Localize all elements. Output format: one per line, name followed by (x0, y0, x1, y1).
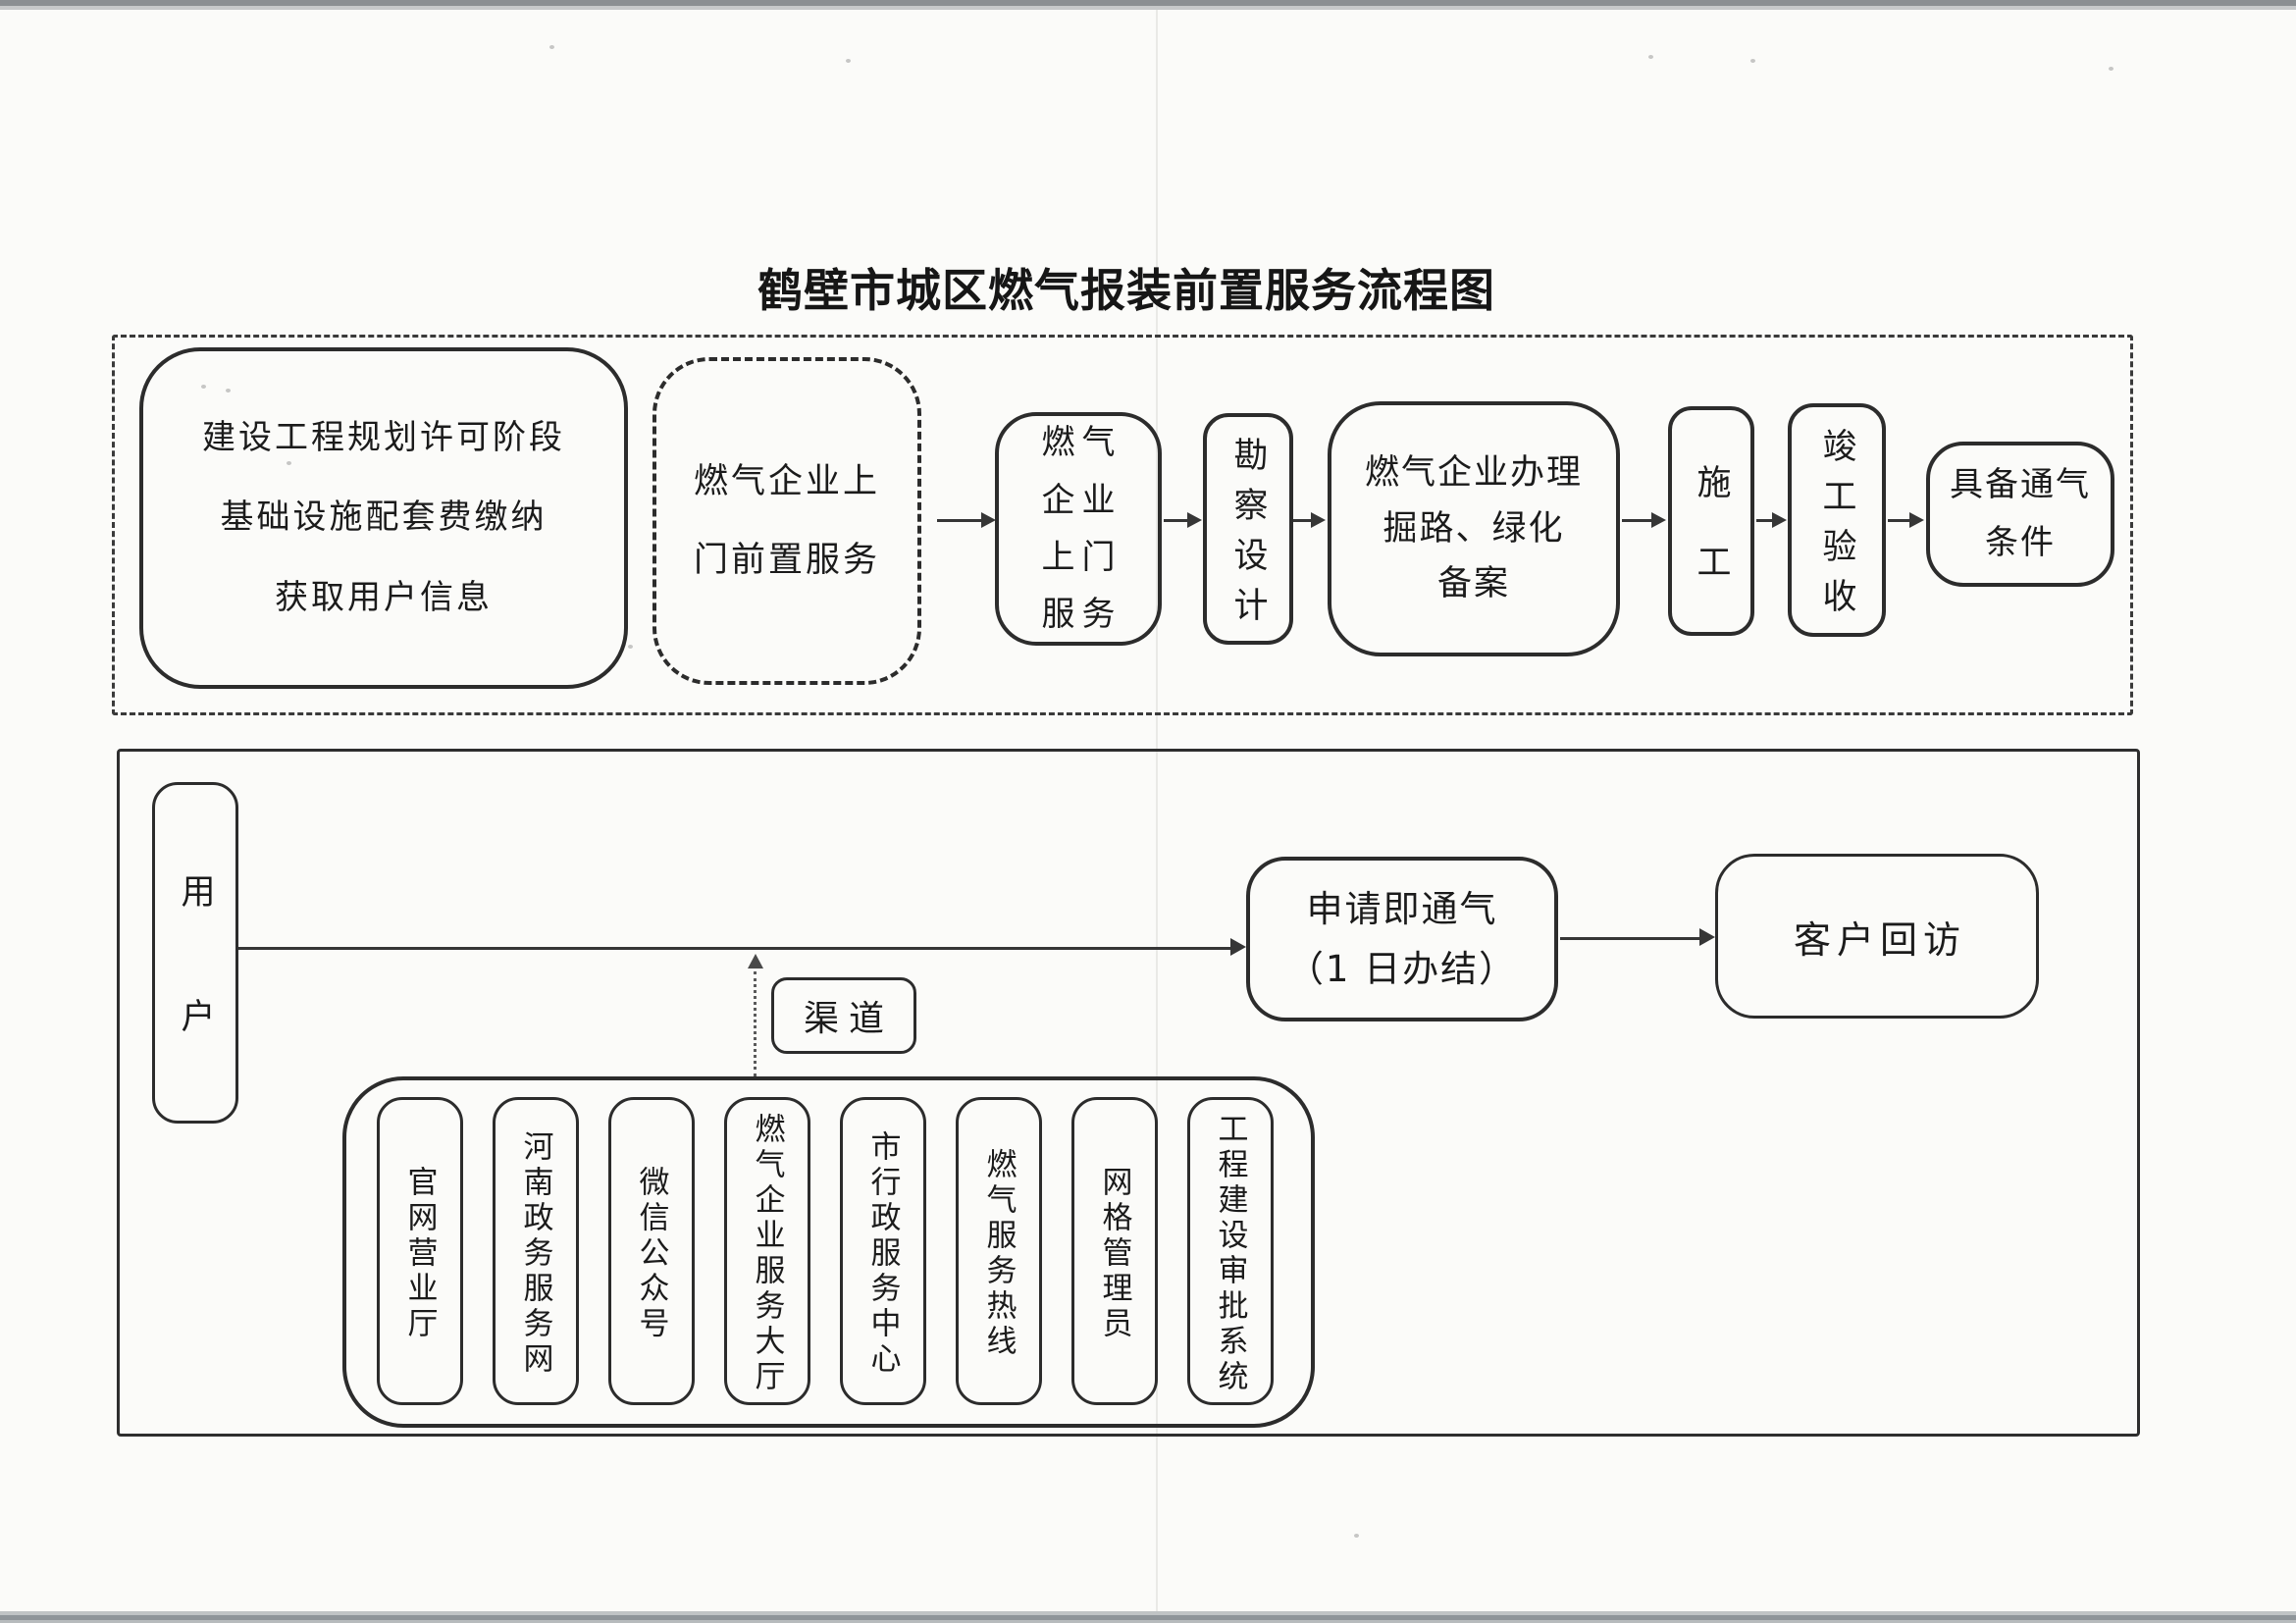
user-to-apply-line (238, 947, 1234, 950)
planning-stage-box: 建设工程规划许可阶段 基础设施配套费缴纳 获取用户信息 (139, 347, 628, 689)
apply-to-visit-line (1560, 937, 1703, 940)
arrow-2-head-icon (1187, 512, 1202, 528)
user-label: 用户 (175, 873, 215, 1123)
channel-label-text: 燃气服务热线 (980, 1147, 1017, 1360)
completion-acceptance-box: 竣工验收 (1788, 403, 1886, 637)
user-box: 用户 (152, 782, 238, 1124)
channel-box-grid-manager: 网格管理员 (1071, 1097, 1158, 1405)
apply-box: 申请即通气 （1 日办结） (1246, 857, 1558, 1021)
scan-speck (226, 389, 231, 393)
arrow-4-line (1622, 519, 1653, 522)
door-service-box: 燃气 企业 上门 服务 (995, 412, 1162, 646)
arrow-6-line (1888, 519, 1911, 522)
main-frame (117, 749, 2140, 1437)
channel-box-henan-gov: 河南政务服务网 (493, 1097, 579, 1405)
channel-box-official-hall: 官网营业厅 (377, 1097, 463, 1405)
road-greening-filing-box: 燃气企业办理 掘路、绿化 备案 (1328, 401, 1620, 656)
survey-design-label: 勘察设计 (1227, 437, 1268, 637)
channel-label-text: 燃气企业服务大厅 (749, 1112, 785, 1395)
channel-label-text: 市行政服务中心 (864, 1129, 901, 1378)
arrow-1-line (937, 519, 984, 522)
arrow-3-head-icon (1311, 512, 1326, 528)
survey-design-box: 勘察设计 (1203, 413, 1293, 645)
scan-speck (2109, 67, 2113, 71)
scan-speck (1750, 59, 1755, 63)
arrow-1-head-icon (981, 512, 996, 528)
scan-speck (287, 461, 291, 465)
channel-box-hotline: 燃气服务热线 (956, 1097, 1042, 1405)
channel-label-text: 微信公众号 (633, 1165, 669, 1342)
scan-speck (1648, 55, 1653, 59)
completion-acceptance-label: 竣工验收 (1816, 428, 1856, 628)
scan-top-band-light (0, 6, 2296, 10)
scan-speck (549, 45, 554, 49)
door-preservice-box: 燃气企业上 门前置服务 (652, 357, 921, 685)
channel-label-text: 网格管理员 (1096, 1165, 1132, 1342)
gas-ready-box: 具备通气 条件 (1926, 442, 2114, 587)
channel-box-wechat: 微信公众号 (608, 1097, 695, 1405)
scan-bottom-band-light (0, 1611, 2296, 1615)
scan-speck (1354, 1534, 1359, 1538)
channel-up-arrow-line (754, 971, 757, 1076)
user-to-apply-head-icon (1230, 938, 1246, 956)
channel-up-arrow-head-icon (748, 954, 763, 969)
customer-visit-box: 客户回访 (1715, 854, 2039, 1019)
arrow-6-head-icon (1909, 512, 1924, 528)
arrow-4-head-icon (1651, 512, 1666, 528)
channels-panel (342, 1076, 1315, 1428)
channel-box-approval-system: 工程建设审批系统 (1187, 1097, 1274, 1405)
channel-label-text: 工程建设审批系统 (1212, 1112, 1248, 1395)
construction-label: 施工 (1691, 464, 1731, 623)
construction-box: 施工 (1668, 406, 1754, 636)
scan-top-band (0, 0, 2296, 6)
scan-bottom-edge (0, 1620, 2296, 1623)
page-title: 鹤壁市城区燃气报装前置服务流程图 (757, 264, 1495, 317)
arrow-5-head-icon (1772, 512, 1787, 528)
channel-label-text: 官网营业厅 (401, 1165, 438, 1342)
channel-label-text: 河南政务服务网 (517, 1129, 553, 1378)
arrow-3-line (1293, 519, 1313, 522)
scan-fold-line (1156, 0, 1158, 1623)
scan-speck (628, 645, 633, 649)
scan-speck (846, 59, 851, 63)
channel-box-admin-center: 市行政服务中心 (840, 1097, 926, 1405)
arrow-2-line (1164, 519, 1189, 522)
apply-to-visit-head-icon (1699, 928, 1715, 946)
channel-box-gas-service-hall: 燃气企业服务大厅 (724, 1097, 810, 1405)
scan-speck (201, 385, 206, 389)
pre-service-frame (112, 335, 2133, 715)
channel-label-box: 渠道 (771, 977, 916, 1054)
arrow-5-line (1756, 519, 1774, 522)
scan-bottom-band (0, 1615, 2296, 1620)
